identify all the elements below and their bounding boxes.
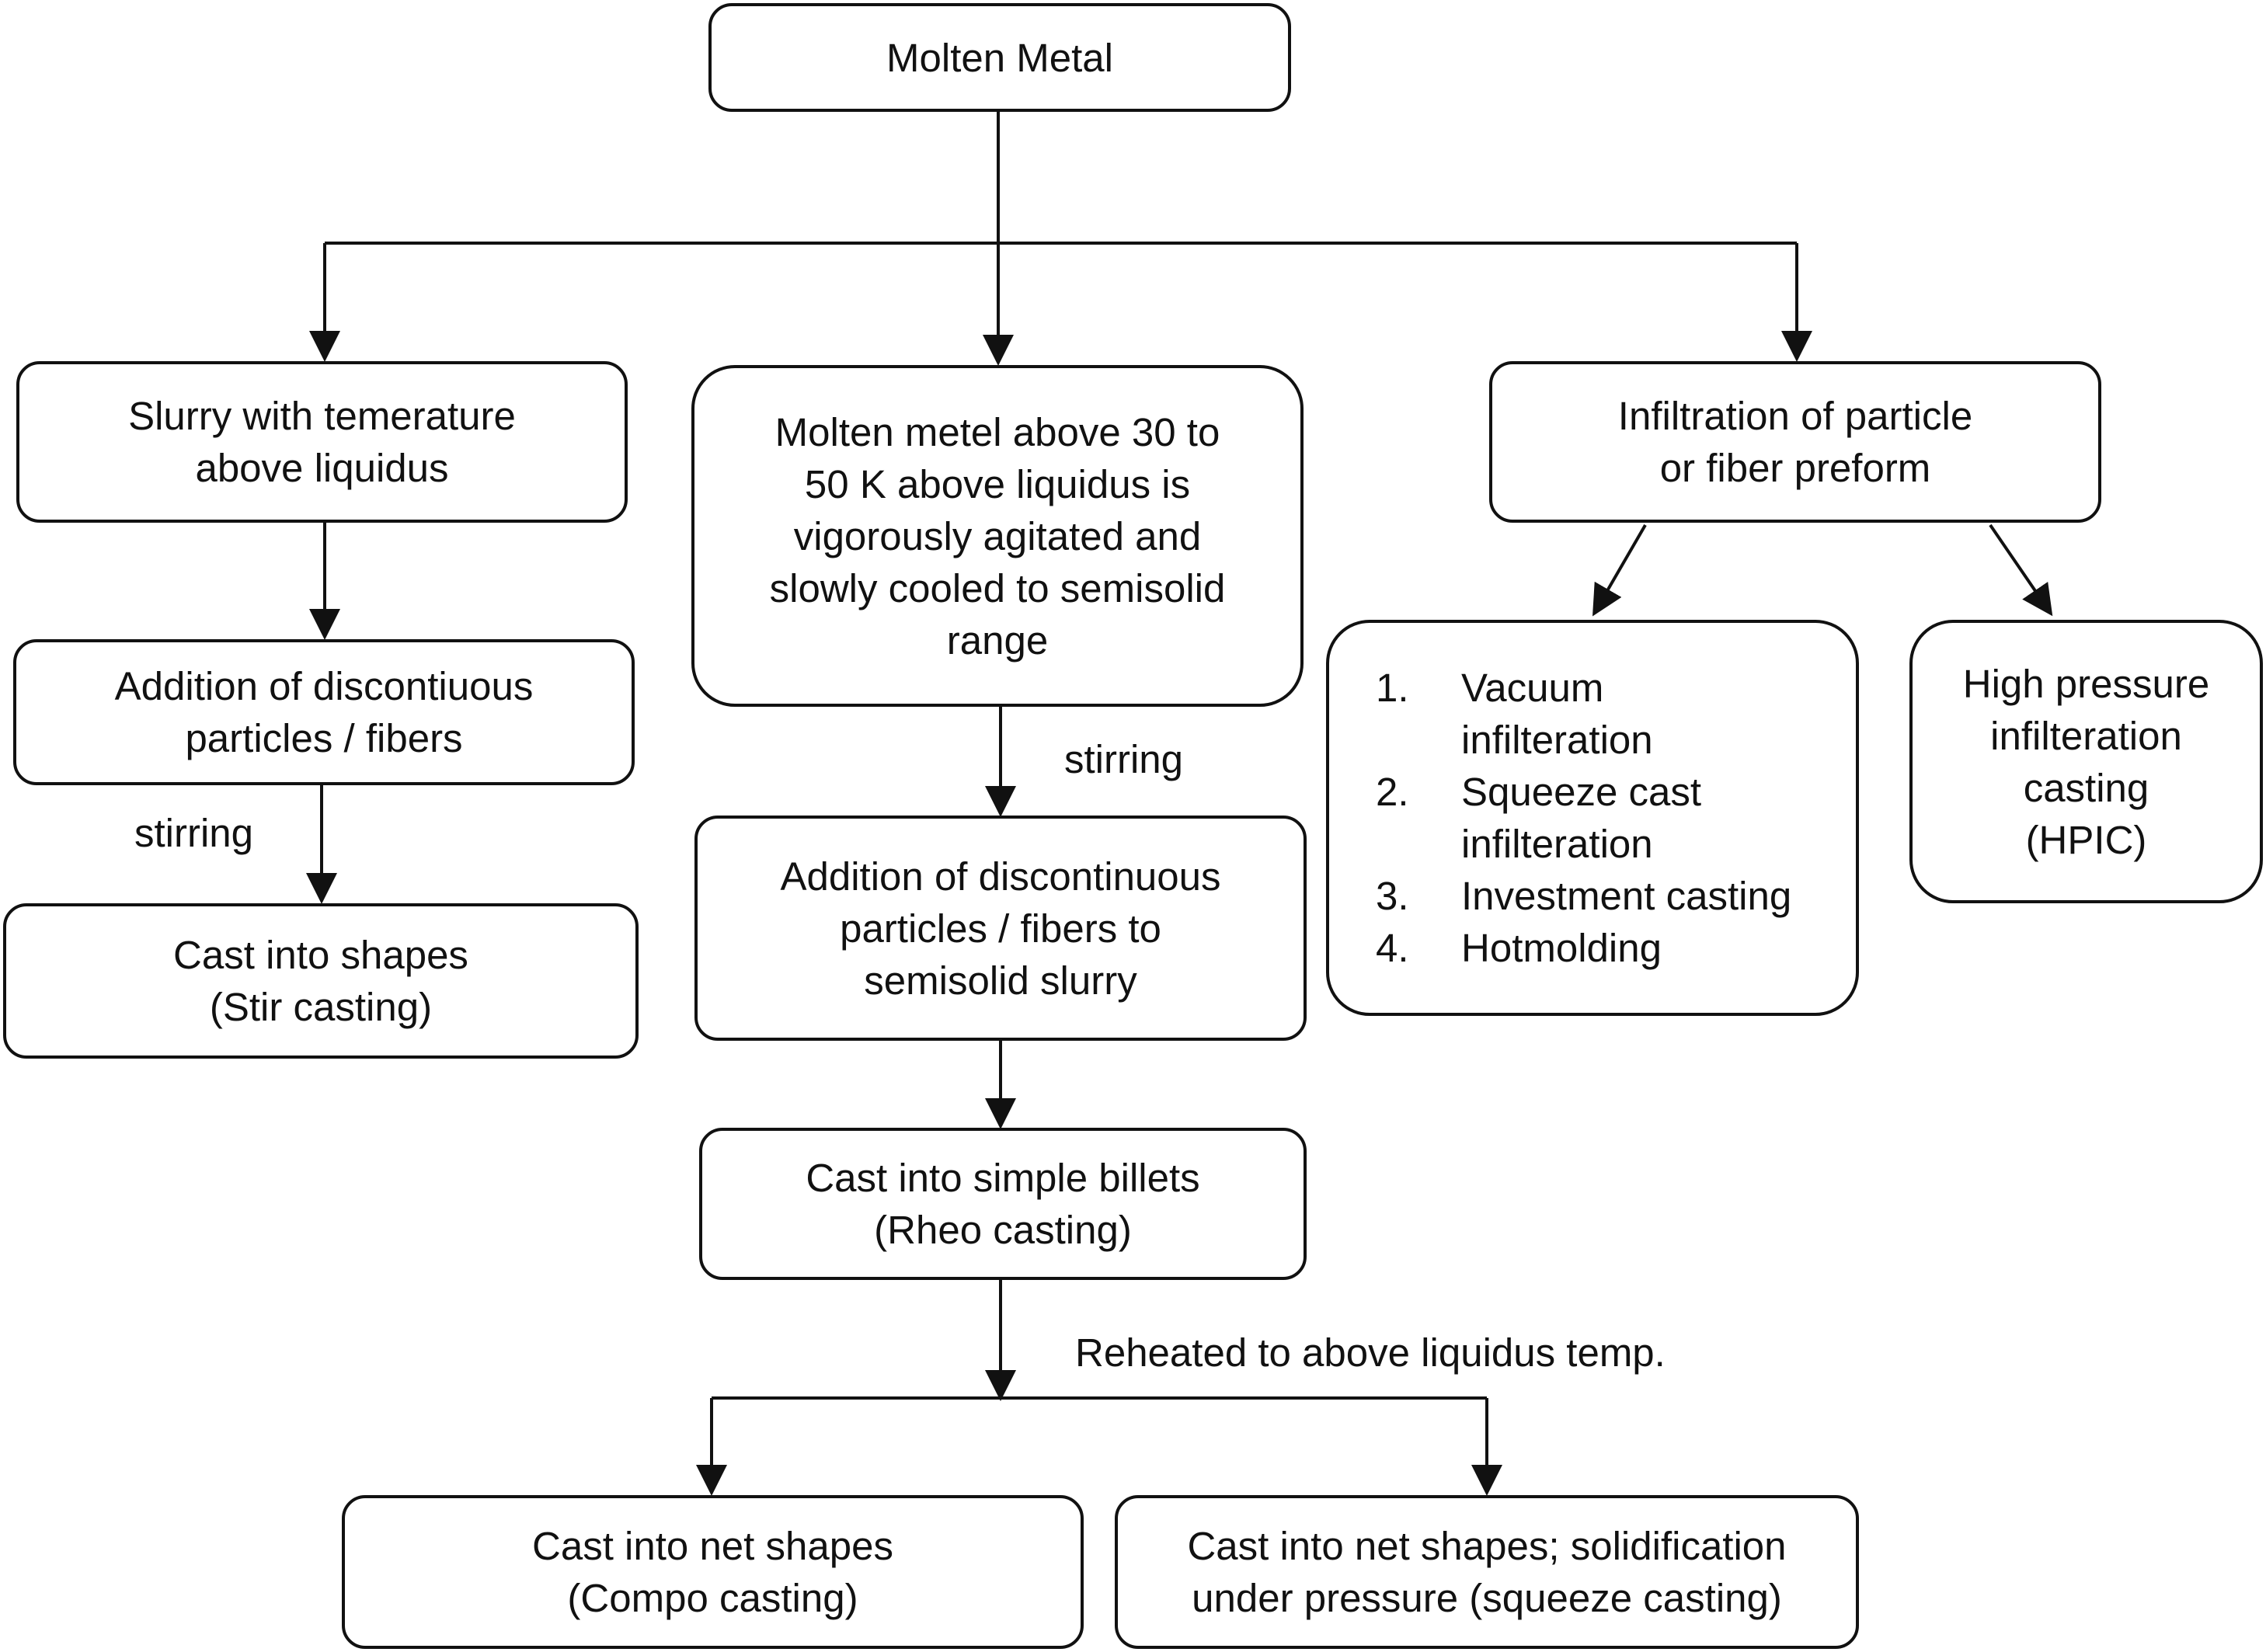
node-infiltration-methods: 1. Vacuum infilteration 2. Squeeze cast … bbox=[1326, 620, 1859, 1016]
node-compo-casting: Cast into net shapes (Compo casting) bbox=[342, 1495, 1084, 1649]
list-item: 4. Hotmolding bbox=[1376, 926, 1662, 970]
node-text: Cast into shapes (Stir casting) bbox=[173, 933, 468, 1029]
node-hpic: High pressure infilteration casting (HPI… bbox=[1909, 620, 2263, 903]
node-text: Slurry with temerature above liquidus bbox=[128, 394, 516, 490]
label-stirring-mid: stirring bbox=[1064, 737, 1184, 781]
node-slurry: Slurry with temerature above liquidus bbox=[16, 361, 628, 523]
label-stirring-left: stirring bbox=[134, 811, 254, 855]
arrow-infiltration-to-hpic bbox=[1989, 523, 2053, 617]
list-item: 3. Investment casting bbox=[1376, 874, 1792, 918]
node-text: Addition of discontinuous particles / fi… bbox=[780, 854, 1221, 1003]
node-text: Molten metel above 30 to 50 K above liqu… bbox=[769, 409, 1226, 663]
node-infiltration: Infiltration of particle or fiber prefor… bbox=[1489, 361, 2101, 523]
node-text: High pressure infilteration casting (HPI… bbox=[1962, 661, 2210, 862]
node-text: Addition of discontiuous particles / fib… bbox=[114, 664, 534, 760]
node-text: Cast into net shapes; solidification und… bbox=[1187, 1524, 1787, 1620]
method-list: 1. Vacuum infilteration 2. Squeeze cast … bbox=[1376, 662, 1791, 974]
node-stir-casting: Cast into shapes (Stir casting) bbox=[3, 903, 639, 1059]
node-addition-mid: Addition of discontinuous particles / fi… bbox=[694, 816, 1307, 1041]
node-text: Cast into net shapes (Compo casting) bbox=[532, 1524, 893, 1620]
node-agitated: Molten metel above 30 to 50 K above liqu… bbox=[691, 365, 1304, 707]
node-molten-metal: Molten Metal bbox=[708, 3, 1291, 112]
node-squeeze-casting: Cast into net shapes; solidification und… bbox=[1115, 1495, 1859, 1649]
node-text: Infiltration of particle or fiber prefor… bbox=[1617, 394, 1973, 490]
label-reheated: Reheated to above liquidus temp. bbox=[1075, 1330, 1666, 1375]
node-text: Molten Metal bbox=[886, 35, 1113, 80]
list-item: 1. Vacuum infilteration bbox=[1376, 666, 1653, 762]
node-addition-left: Addition of discontiuous particles / fib… bbox=[13, 639, 635, 785]
list-item: 2. Squeeze cast infilteration bbox=[1376, 770, 1702, 866]
arrow-infiltration-to-list bbox=[1592, 523, 1647, 617]
node-rheo-casting: Cast into simple billets (Rheo casting) bbox=[699, 1128, 1307, 1280]
node-text: Cast into simple billets (Rheo casting) bbox=[806, 1156, 1200, 1252]
